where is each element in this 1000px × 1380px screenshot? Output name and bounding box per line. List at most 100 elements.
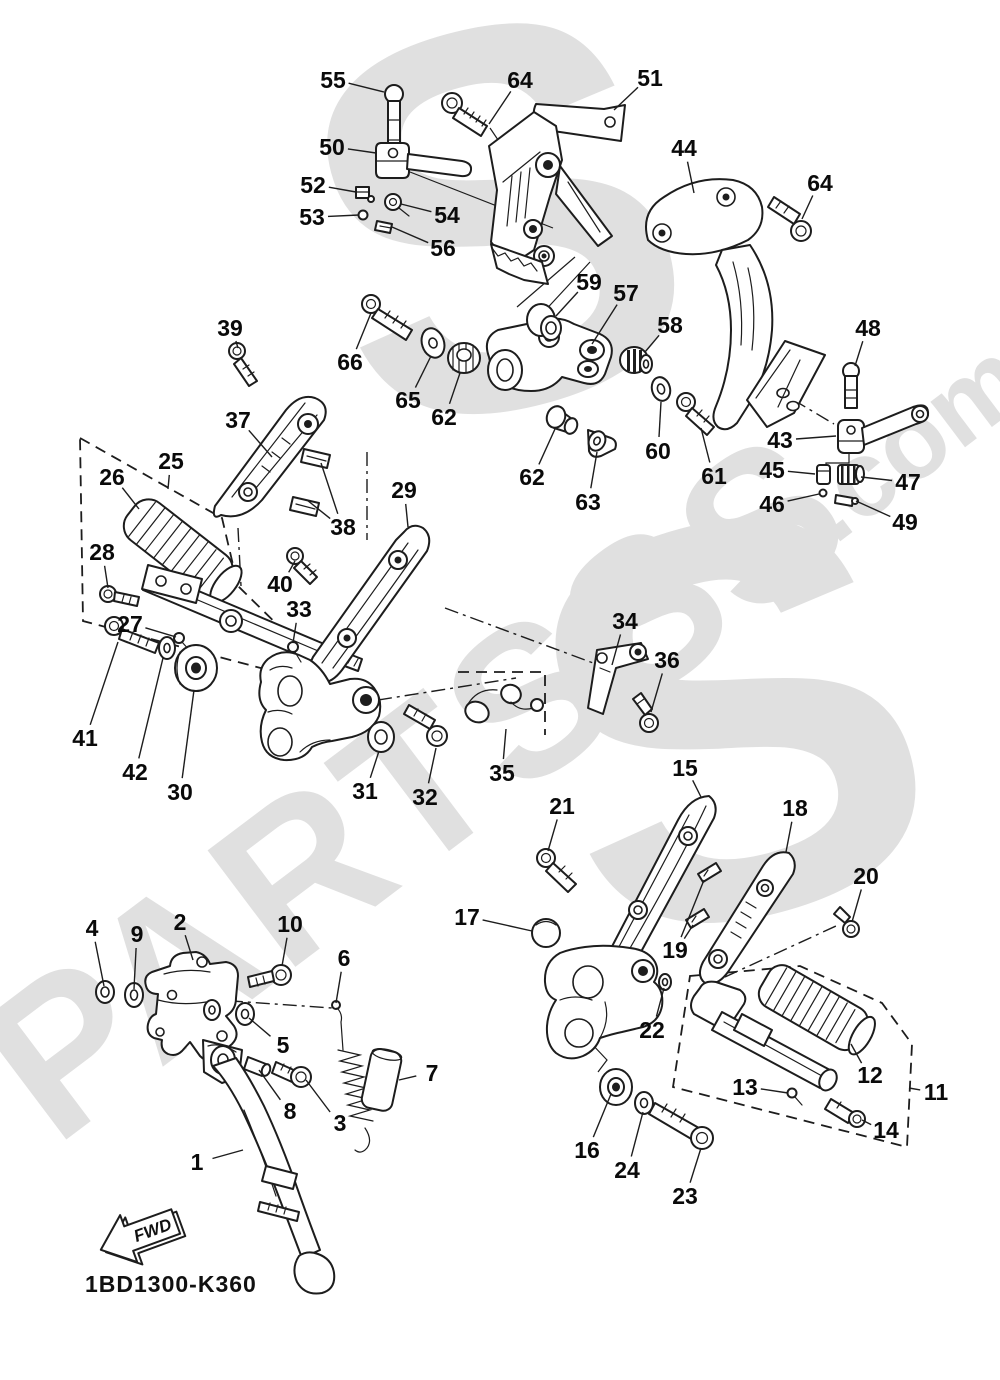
part-bolt-10 xyxy=(247,964,292,988)
axis-line xyxy=(724,925,837,978)
part-bolt-66 xyxy=(361,294,413,341)
part-bolt-64-left xyxy=(441,92,488,137)
callout-label-8: 8 xyxy=(284,1098,297,1124)
leader-line-49 xyxy=(855,500,891,518)
part-lever-43 xyxy=(837,404,930,454)
callout-label-14: 14 xyxy=(873,1117,899,1143)
part-footrest-rubber-12 xyxy=(757,964,876,1056)
part-bracket-51 xyxy=(488,103,626,285)
callout-label-60: 60 xyxy=(645,438,671,464)
callout-label-18: 18 xyxy=(782,795,808,821)
callout-label-64: 64 xyxy=(507,67,533,93)
leader-line-15 xyxy=(692,779,702,798)
callout-label-4: 4 xyxy=(86,915,99,941)
part-washer-24 xyxy=(634,1091,654,1115)
callout-label-44: 44 xyxy=(671,135,697,161)
leader-line-63 xyxy=(590,451,598,489)
callout-label-58: 58 xyxy=(657,312,683,338)
callout-label-38: 38 xyxy=(330,514,356,540)
leader-line-1 xyxy=(212,1149,244,1160)
callout-label-2: 2 xyxy=(174,909,187,935)
leader-line-42 xyxy=(138,657,164,759)
callout-label-25: 25 xyxy=(158,448,184,474)
part-bolt-21 xyxy=(536,848,577,893)
part-bolt-39 xyxy=(228,342,258,387)
part-adjuster-47 xyxy=(837,464,865,485)
part-bolt-36 xyxy=(632,692,659,733)
part-bolt-61 xyxy=(676,392,715,436)
leader-line-60 xyxy=(658,401,662,438)
callout-label-54: 54 xyxy=(434,202,460,228)
callout-label-7: 7 xyxy=(426,1060,439,1086)
leader-line-57 xyxy=(591,304,618,345)
callout-label-41: 41 xyxy=(72,725,98,751)
part-bolt-41 xyxy=(104,616,160,654)
leader-line-37 xyxy=(248,429,273,458)
callout-label-21: 21 xyxy=(549,793,575,819)
leader-line-47 xyxy=(860,476,893,482)
callout-label-42: 42 xyxy=(122,759,148,785)
part-bracket-37 xyxy=(212,395,327,518)
leader-line-23 xyxy=(689,1147,702,1183)
leader-line-19 xyxy=(683,924,694,939)
part-bolt-48 xyxy=(842,362,860,409)
part-bolt-64-right xyxy=(767,196,812,242)
part-main-bracket-rear xyxy=(543,944,664,1060)
callout-label-11: 11 xyxy=(924,1079,949,1105)
leader-line-43 xyxy=(795,435,837,440)
leader-line-58 xyxy=(644,334,660,353)
part-pins-19 xyxy=(685,862,722,929)
callout-label-15: 15 xyxy=(672,755,698,781)
leader-line-21 xyxy=(547,819,558,852)
callout-label-35: 35 xyxy=(489,760,515,786)
callout-label-51: 51 xyxy=(637,65,663,91)
leader-line-61 xyxy=(700,427,711,463)
part-bolt-3 xyxy=(271,1061,312,1088)
leader-line-22 xyxy=(655,987,665,1017)
part-clip-56 xyxy=(374,220,393,234)
part-stand-bracket-2 xyxy=(144,951,239,1062)
leader-line-62 xyxy=(538,428,556,465)
part-washer-42 xyxy=(158,636,176,660)
leader-line-28 xyxy=(103,565,109,589)
part-relay-arm-57 xyxy=(485,317,613,392)
callout-label-59: 59 xyxy=(576,269,602,295)
part-adjuster-50 xyxy=(375,142,473,179)
callout-label-36: 36 xyxy=(654,647,680,673)
leader-line-53 xyxy=(327,214,360,218)
leader-line-55 xyxy=(348,82,385,93)
callout-label-50: 50 xyxy=(319,134,345,160)
callout-label-12: 12 xyxy=(857,1062,883,1088)
leader-line-54 xyxy=(400,203,432,213)
part-bracket-44 xyxy=(645,178,826,431)
leader-line-64 xyxy=(488,91,512,125)
part-rubber-7 xyxy=(360,1048,403,1112)
leader-line-2 xyxy=(184,934,194,961)
part-main-bracket-front xyxy=(258,651,382,762)
callout-label-32: 32 xyxy=(412,784,438,810)
leader-line-20 xyxy=(851,889,862,923)
part-rocker-35 xyxy=(464,683,544,724)
callout-label-13: 13 xyxy=(732,1074,758,1100)
part-ball-46 xyxy=(818,488,828,498)
leader-line-5 xyxy=(248,1017,271,1037)
axis-line xyxy=(444,607,613,671)
callout-label-20: 20 xyxy=(853,863,879,889)
leader-line-13 xyxy=(760,1088,789,1094)
leader-line-16 xyxy=(592,1093,612,1138)
leader-line-64 xyxy=(801,195,814,220)
leader-line-56 xyxy=(391,226,429,244)
leader-line-11 xyxy=(908,1087,921,1091)
leader-line-45 xyxy=(787,470,816,475)
part-cap-17 xyxy=(531,918,561,948)
leader-line-17 xyxy=(482,919,533,932)
leader-line-50 xyxy=(347,148,377,154)
callout-label-23: 23 xyxy=(672,1183,698,1209)
diagram-code: 1BD1300-K360 xyxy=(85,1271,257,1297)
leader-line-66 xyxy=(355,312,372,350)
callout-label-22: 22 xyxy=(639,1017,665,1043)
callout-label-37: 37 xyxy=(225,407,251,433)
part-bushing-30 xyxy=(174,644,218,692)
leader-line-46 xyxy=(787,493,820,502)
part-cone-63 xyxy=(587,429,617,458)
